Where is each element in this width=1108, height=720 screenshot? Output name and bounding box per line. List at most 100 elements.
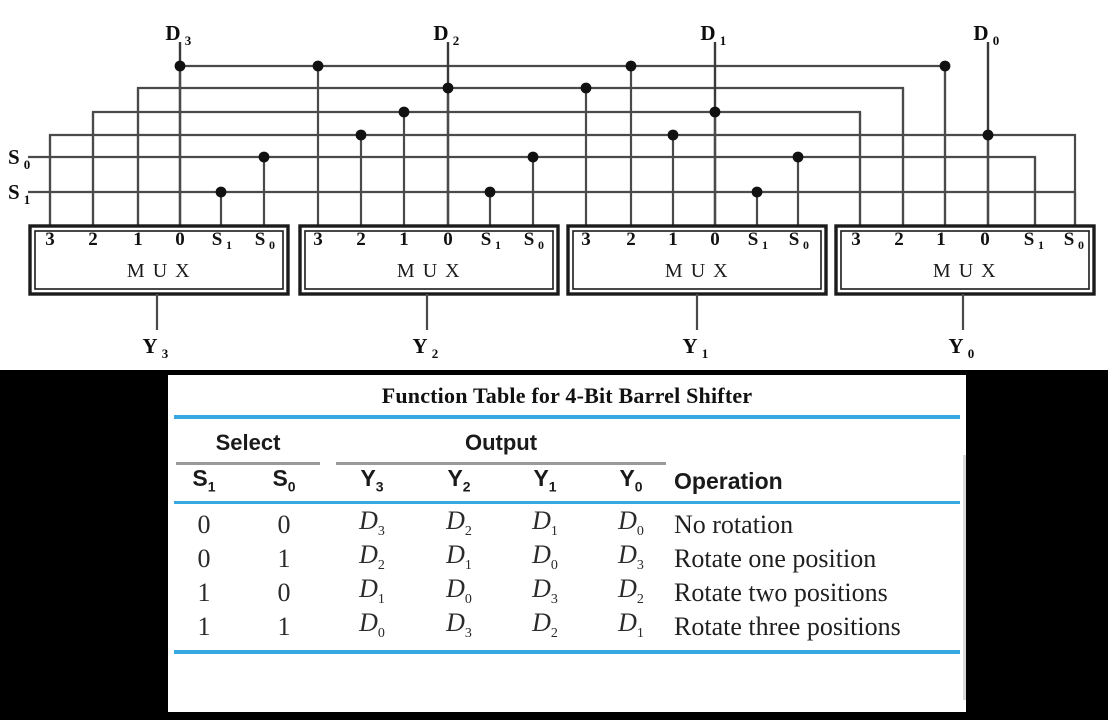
group-header-select: Select <box>168 421 328 465</box>
col-header-operation: Operation <box>674 467 783 494</box>
svg-text:2: 2 <box>356 229 366 250</box>
svg-text:1: 1 <box>702 346 709 361</box>
svg-text:S: S <box>212 229 223 250</box>
output-labels: Y 3 Y 2 Y 1 Y 0 <box>142 334 974 361</box>
svg-text:1: 1 <box>495 238 501 252</box>
cell-y0: D1 <box>618 608 644 642</box>
function-table-card: Function Table for 4-Bit Barrel Shifter … <box>168 375 966 712</box>
cell-operation: Rotate two positions <box>674 578 888 608</box>
cell-y1: D3 <box>532 573 558 608</box>
col-header-y1: Y1 <box>533 465 557 495</box>
col-header-y2: Y2 <box>447 465 471 495</box>
svg-text:0: 0 <box>443 229 453 250</box>
col-header-s0: S0 <box>272 465 296 495</box>
table-header-rule <box>174 500 960 504</box>
label-Y2: Y <box>412 334 427 358</box>
mux4-drop-lines <box>858 66 1077 232</box>
table-row: 0 0 D3 D2 D1 D0 No rotation <box>168 506 966 540</box>
cell-s1: 1 <box>197 612 211 642</box>
column-header-row: S1 S0 Y3 Y2 Y1 Y0 Operation <box>168 465 966 495</box>
mux-label-2: M U X <box>397 260 461 282</box>
svg-text:S: S <box>255 229 266 250</box>
cell-s0: 0 <box>277 509 291 539</box>
svg-text:3: 3 <box>185 33 192 48</box>
function-table: Select Output S1 S0 Y3 <box>168 421 966 495</box>
label-D2: D <box>433 21 448 45</box>
svg-text:0: 0 <box>538 238 544 252</box>
cell-y0: D3 <box>618 539 644 573</box>
svg-text:3: 3 <box>162 346 169 361</box>
svg-text:0: 0 <box>968 346 975 361</box>
data-input-labels: D 3 D 2 D 1 D 0 <box>165 21 999 48</box>
svg-text:0: 0 <box>1078 238 1084 252</box>
cell-y1: D2 <box>532 608 558 642</box>
svg-text:S: S <box>524 229 535 250</box>
cell-s1: 0 <box>197 543 211 573</box>
label-S1: S <box>8 180 20 204</box>
group-underline-select <box>176 462 321 465</box>
svg-text:3: 3 <box>313 229 323 250</box>
mux1-drop-lines <box>48 66 266 232</box>
svg-text:1: 1 <box>762 238 768 252</box>
col-header-y3: Y3 <box>360 465 384 495</box>
label-D1: D <box>700 21 715 45</box>
cell-operation: No rotation <box>674 509 794 539</box>
svg-text:1: 1 <box>133 229 143 250</box>
bus-lines <box>28 64 1077 232</box>
svg-text:1: 1 <box>24 192 31 207</box>
svg-text:1: 1 <box>226 238 232 252</box>
mux2-drop-lines <box>316 66 535 232</box>
label-Y0: Y <box>948 334 963 358</box>
cell-operation: Rotate one position <box>674 543 877 573</box>
svg-text:S: S <box>481 229 492 250</box>
svg-text:3: 3 <box>581 229 591 250</box>
svg-text:2: 2 <box>88 229 98 250</box>
svg-text:2: 2 <box>626 229 636 250</box>
col-header-y0: Y0 <box>619 465 643 495</box>
svg-text:0: 0 <box>993 33 1000 48</box>
cell-s0: 0 <box>277 578 291 608</box>
svg-text:0: 0 <box>980 229 990 250</box>
svg-text:3: 3 <box>851 229 861 250</box>
data-input-stems <box>178 42 990 232</box>
mux-body-labels: M U X M U X M U X M U X <box>127 260 997 282</box>
svg-text:S: S <box>789 229 800 250</box>
svg-text:1: 1 <box>668 229 678 250</box>
table-bottom-rule <box>174 650 960 655</box>
svg-text:2: 2 <box>894 229 904 250</box>
group-header-blank <box>674 421 966 465</box>
mux-label-1: M U X <box>127 260 191 282</box>
table-row: 1 1 D0 D3 D2 D1 Rotate three positions <box>168 608 966 642</box>
mux-boxes <box>28 224 1096 296</box>
group-underline-output <box>336 462 667 465</box>
cell-y2: D2 <box>446 505 472 539</box>
output-stems <box>155 294 965 330</box>
table-title: Function Table for 4-Bit Barrel Shifter <box>381 383 753 408</box>
cell-y0: D0 <box>618 505 644 539</box>
cell-s1: 1 <box>197 578 211 608</box>
label-Y1: Y <box>682 334 697 358</box>
cell-y3: D3 <box>359 505 385 539</box>
cell-y3: D2 <box>359 539 385 573</box>
svg-text:0: 0 <box>710 229 720 250</box>
circuit-svg: 3 2 1 0 S1 S0 3 2 1 0 S1 S0 3 2 1 0 S1 S… <box>8 21 1096 361</box>
cell-y2: D0 <box>446 573 472 608</box>
cell-y2: D1 <box>446 539 472 573</box>
svg-text:0: 0 <box>803 238 809 252</box>
group-header-row: Select Output <box>168 421 966 465</box>
cell-y1: D0 <box>532 539 558 573</box>
group-header-output: Output <box>328 421 674 465</box>
svg-text:1: 1 <box>1038 238 1044 252</box>
cell-y0: D2 <box>618 573 644 608</box>
svg-text:1: 1 <box>399 229 409 250</box>
cell-y1: D1 <box>532 505 558 539</box>
select-input-labels: S 0 S 1 <box>8 145 30 207</box>
cell-y2: D3 <box>446 608 472 642</box>
svg-text:0: 0 <box>175 229 185 250</box>
svg-text:2: 2 <box>453 33 460 48</box>
mux-label-4: M U X <box>933 260 997 282</box>
svg-text:3: 3 <box>45 229 55 250</box>
mux3-drop-lines <box>584 66 800 232</box>
